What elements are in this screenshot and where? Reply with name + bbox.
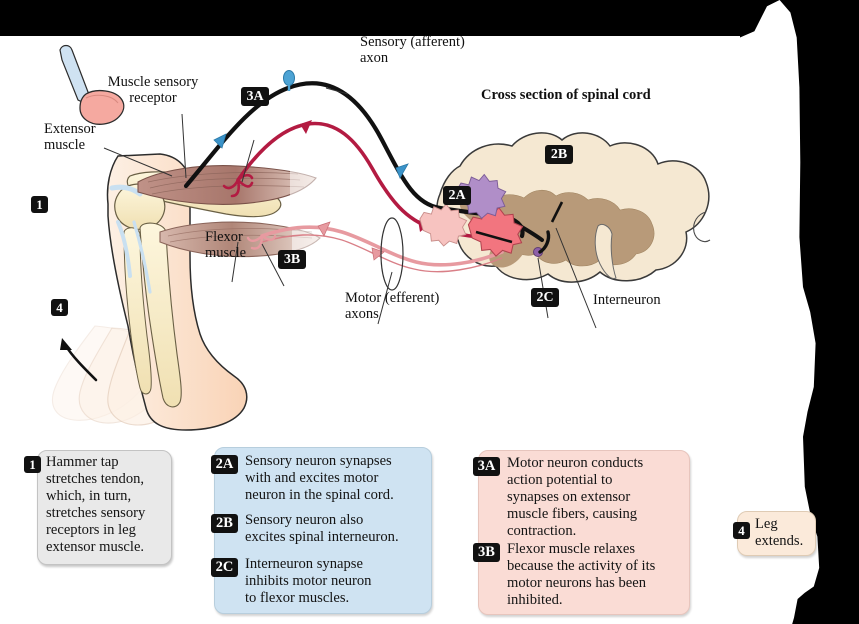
marker-2a-artwork: 2A xyxy=(443,186,471,205)
label-sensory-afferent-axon: Sensory (afferent) axon xyxy=(360,34,465,67)
leader-lines xyxy=(103,87,597,329)
flow-marker-1: 1 xyxy=(24,456,41,473)
flow-text-step-3a: Motor neuron conducts action potential t… xyxy=(507,455,644,539)
leg-anatomy xyxy=(106,153,350,431)
flow-text-step-1: Hammer tap stretches tendon, which, in t… xyxy=(46,454,146,555)
label-muscle-sensory-receptor: Muscle sensory receptor xyxy=(107,74,199,107)
label-motor-efferent-axons: Motor (efferent) axons xyxy=(345,290,440,323)
marker-1-artwork: 1 xyxy=(31,196,48,213)
flow-box-step-2 xyxy=(214,447,432,614)
reflex-flow-diagram: 1 Hammer tap stretches tendon, which, in… xyxy=(0,436,859,624)
flow-marker-2c: 2C xyxy=(211,558,238,577)
flow-marker-3b: 3B xyxy=(473,543,500,562)
reflex-arc-illustration xyxy=(0,36,740,436)
flow-marker-4: 4 xyxy=(733,522,750,539)
flow-text-step-2b: Sensory neuron also excites spinal inter… xyxy=(245,512,399,545)
label-cross-section-title: Cross section of spinal cord xyxy=(481,87,651,103)
flow-box-step-3 xyxy=(478,450,690,615)
marker-2b-artwork: 2B xyxy=(545,145,573,164)
marker-3b-artwork: 3B xyxy=(278,250,306,269)
flow-text-step-3b: Flexor muscle relaxes because the activi… xyxy=(507,541,656,608)
leg-motion-arrow xyxy=(60,338,98,382)
motor-efferent-axon-flexor xyxy=(246,217,504,291)
label-flexor-muscle: Flexor muscle xyxy=(205,229,247,262)
marker-2c-artwork: 2C xyxy=(531,288,559,307)
flow-text-step-2c: Interneuron synapse inhibits motor neuro… xyxy=(245,556,372,606)
spinal-neuron-somas xyxy=(419,173,551,257)
reflex-hammer xyxy=(59,44,125,125)
flow-marker-2a: 2A xyxy=(211,455,238,474)
label-extensor-muscle: Extensor muscle xyxy=(44,121,96,154)
flow-box-step-1 xyxy=(37,450,172,565)
flow-box-step-4 xyxy=(737,511,816,556)
marker-4-artwork: 4 xyxy=(51,299,68,316)
scan-border-top xyxy=(0,0,859,36)
label-interneuron: Interneuron xyxy=(593,292,661,308)
flow-text-step-4: Leg extends. xyxy=(755,516,804,549)
flow-marker-2b: 2B xyxy=(211,514,238,533)
flow-text-step-2a: Sensory neuron synapses with and excites… xyxy=(245,453,394,503)
marker-3a-artwork: 3A xyxy=(241,87,269,106)
flow-marker-3a: 3A xyxy=(473,457,500,476)
